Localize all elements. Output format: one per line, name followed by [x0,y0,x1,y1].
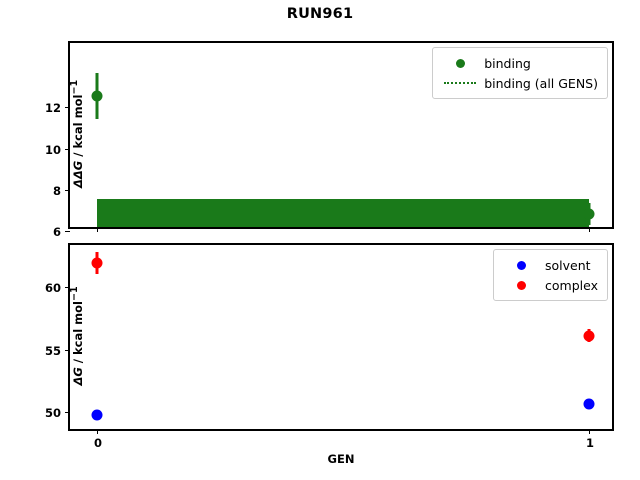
bottom-xtick-label-0: 0 [93,436,103,450]
complex-point-gen1 [583,330,595,342]
complex-point-gen0 [91,257,103,269]
top-ytick-12: 12 [45,101,70,115]
bottom-ytick-label-60: 60 [44,281,61,296]
legend-item-binding[interactable]: binding [440,53,598,73]
top-ytick-label-8: 8 [52,184,61,198]
x-axis-label: GEN [327,452,355,466]
top-ytick-8: 8 [53,184,70,198]
top-xtick-0 [97,227,98,232]
legend-label-binding-all-gens: binding (all GENS) [484,75,598,91]
top-legend[interactable]: binding binding (all GENS) [432,47,608,99]
legend-label-solvent: solvent [545,257,591,273]
bottom-ytick-label-50: 50 [44,405,61,420]
solvent-point-gen1 [583,398,595,410]
legend-label-complex: complex [545,277,598,293]
top-ytick-label-6: 6 [52,225,61,239]
binding-point-gen0 [91,90,103,102]
bottom-axes-panel: ΔG / kcal mol−1 50 55 60 0 1 [45,243,614,450]
legend-item-solvent[interactable]: solvent [501,255,598,275]
bottom-ytick-50: 50 [45,406,70,420]
legend-marker-binding-icon [440,58,480,68]
binding-point-gen1 [583,208,595,220]
bottom-xtick-label-1: 1 [585,436,595,450]
top-axes-panel: ΔΔG / kcal mol−1 6 8 10 12 [45,41,614,239]
top-xtick-1 [589,227,590,232]
legend-dotted-line-icon [440,82,480,84]
bottom-ytick-55: 55 [45,344,70,358]
bottom-xtick-1: 1 [586,429,594,450]
top-ytick-label-12: 12 [44,101,61,116]
bottom-xtick-0: 0 [94,429,102,450]
legend-marker-complex-icon [501,280,541,290]
figure-title: RUN961 [286,6,354,22]
top-plot-area [70,43,612,227]
legend-marker-solvent-icon [501,260,541,270]
binding-all-gens-band [97,198,589,227]
bottom-ytick-label-55: 55 [44,343,61,358]
legend-item-complex[interactable]: complex [501,275,598,295]
legend-label-binding: binding [484,55,531,71]
bottom-plot-area [70,245,612,429]
top-ytick-10: 10 [45,143,70,157]
solvent-point-gen0 [91,409,103,421]
legend-item-binding-all-gens[interactable]: binding (all GENS) [440,73,598,93]
top-ytick-label-10: 10 [44,142,61,157]
bottom-legend[interactable]: solvent complex [493,249,608,301]
bottom-ytick-60: 60 [45,281,70,295]
top-ytick-6: 6 [53,225,70,239]
